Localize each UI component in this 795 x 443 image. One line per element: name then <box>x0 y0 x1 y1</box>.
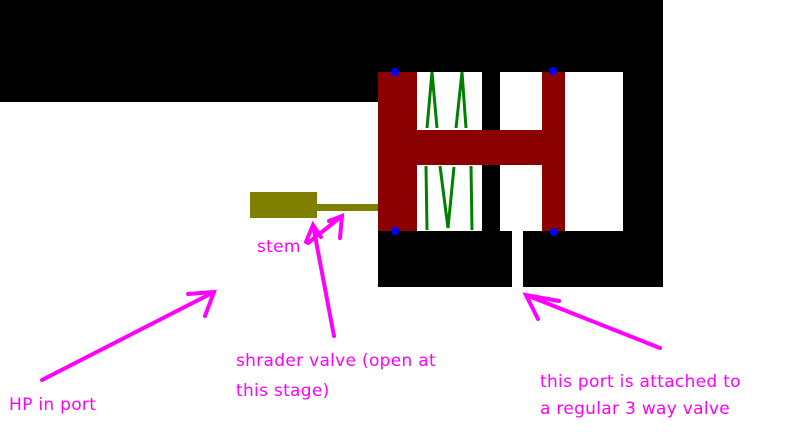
stem-label: stem <box>257 237 301 257</box>
shrader-valve-label-line1: shrader valve (open at <box>236 351 436 371</box>
hp-port-label: HP in port <box>9 390 96 420</box>
pivot-dot-top-left <box>391 68 399 76</box>
spring-lower-coil-icon <box>438 165 456 229</box>
valve-body-lower-left <box>0 0 378 102</box>
three-way-port-arrowhead-icon <box>522 292 561 321</box>
spring-upper-coil-icon <box>425 71 439 129</box>
spring-upper-coil-icon <box>454 71 468 129</box>
hp-port-arrowhead-icon <box>186 289 217 318</box>
shrader-valve-label: shrader valve (open at this stage) <box>236 346 436 406</box>
hp-port-label-text: HP in port <box>9 395 97 415</box>
three-way-port-arrow <box>524 293 662 350</box>
stem-passage <box>213 200 250 212</box>
stem-arrowhead-icon <box>327 212 345 240</box>
shrader-valve-arrow <box>311 223 336 338</box>
spring-lower-coil-icon <box>469 165 474 231</box>
pivot-dot-top-right <box>549 67 557 75</box>
three-way-port-label-line2: a regular 3 way valve <box>540 399 731 419</box>
schrader-valve-stem <box>317 204 378 211</box>
pivot-dot-bottom-left <box>391 227 399 235</box>
piston-crossbar <box>378 130 565 165</box>
three-way-port-label-line1: this port is attached to <box>540 372 741 392</box>
three-way-port-channel <box>512 231 523 287</box>
stem-label-text: stem <box>257 237 301 257</box>
hp-port-arrow <box>40 290 216 382</box>
hp-in-port-channel <box>213 200 225 287</box>
three-way-port-label: this port is attached to a regular 3 way… <box>540 369 741 423</box>
shrader-valve-arrowhead-icon <box>304 220 323 244</box>
pivot-dot-bottom-right <box>550 228 558 236</box>
spring-lower-coil-icon <box>424 165 429 231</box>
schrader-valve-body <box>250 192 317 218</box>
shrader-valve-label-line2: this stage) <box>236 381 330 401</box>
right-chamber <box>565 72 623 231</box>
